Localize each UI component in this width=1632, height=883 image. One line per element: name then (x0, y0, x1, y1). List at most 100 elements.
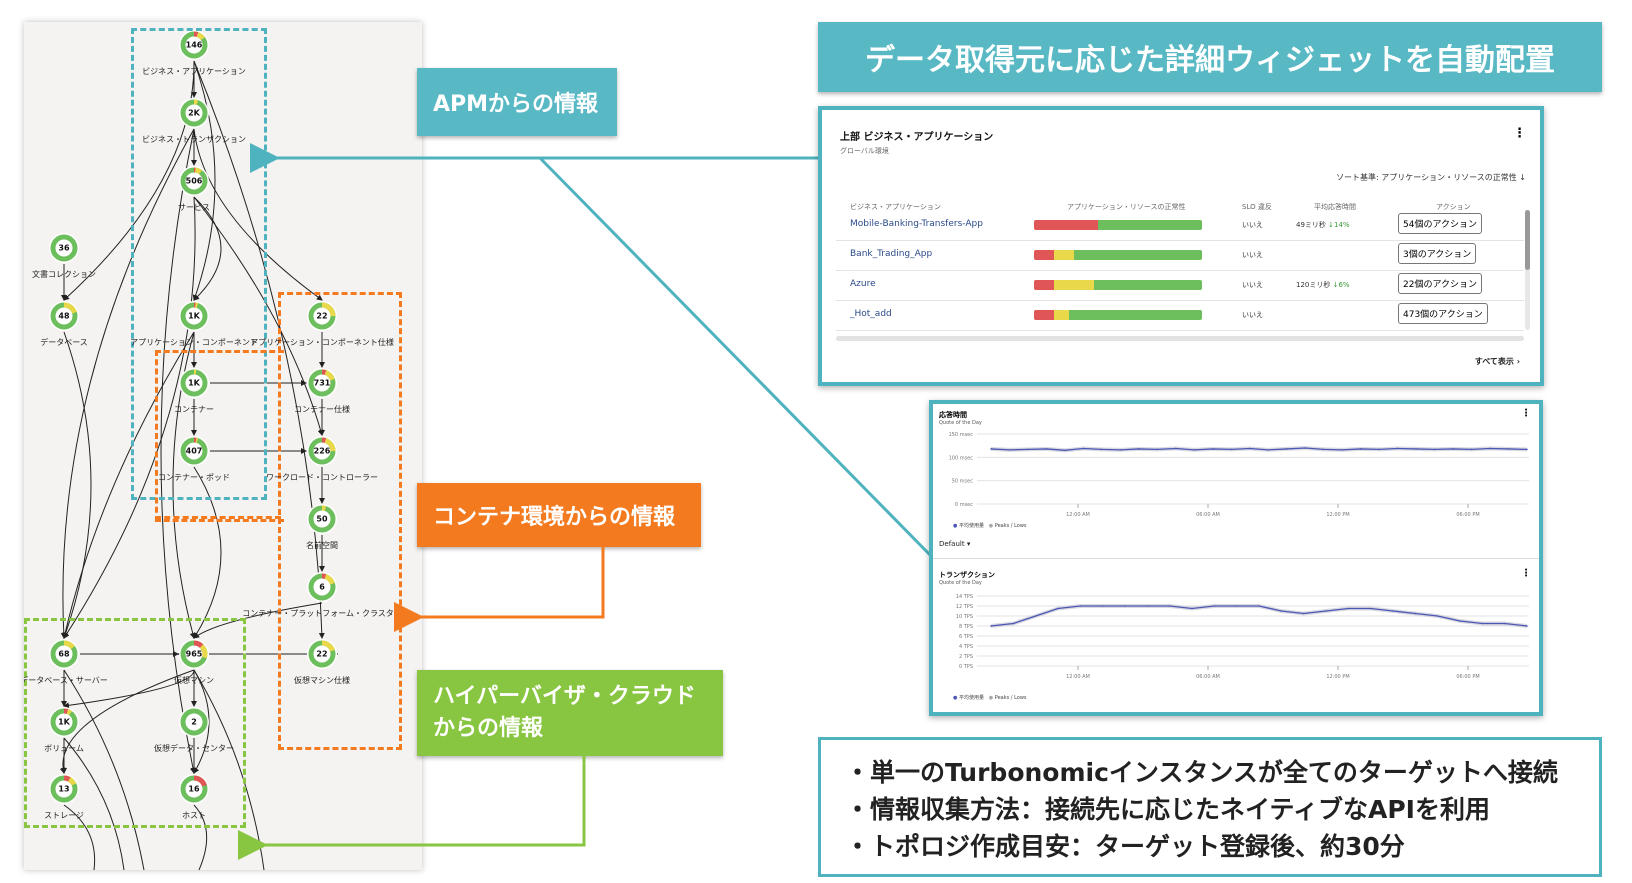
actions-button[interactable]: 3個のアクション (1398, 243, 1477, 264)
data-point (1119, 449, 1122, 451)
topology-node[interactable] (179, 30, 209, 60)
topology-node[interactable] (179, 368, 209, 398)
actions-button[interactable]: 54個のアクション (1398, 213, 1483, 234)
topology-node[interactable] (49, 639, 79, 669)
data-point (1489, 447, 1491, 450)
vertical-scrollbar[interactable] (1525, 210, 1530, 330)
node-count: 1K (188, 378, 200, 388)
col-header-action[interactable]: アクション (1436, 203, 1471, 211)
top-business-apps-widget: 上部 ビジネス・アプリケーション グローバル環境 ⋮ ソート基準: アプリケーシ… (818, 106, 1544, 386)
topology-node[interactable] (179, 436, 209, 466)
topology-node[interactable] (49, 233, 79, 263)
topology-node[interactable] (307, 368, 337, 398)
topology-node[interactable] (49, 301, 79, 331)
topology-node[interactable] (307, 504, 337, 534)
topology-node[interactable] (307, 572, 337, 602)
data-point (1034, 615, 1037, 617)
data-point (1415, 448, 1417, 450)
topology-node[interactable] (307, 436, 337, 466)
slo-value: いいえ (1242, 251, 1263, 259)
resp-more-menu-icon[interactable]: ⋮ (1521, 408, 1531, 419)
data-point (1168, 605, 1171, 607)
health-segment (1074, 250, 1202, 260)
hypervisor-region (24, 618, 246, 828)
topology-node[interactable] (307, 301, 337, 331)
data-point (1526, 448, 1528, 451)
more-menu-icon[interactable]: ⋮ (1513, 126, 1526, 141)
y-tick-label: 12 TPS (956, 604, 973, 610)
arrow-down-icon: ↓ (1328, 221, 1335, 229)
node-count: 731 (313, 378, 331, 388)
avg-response: 120ミリ秒 ↓6% (1296, 280, 1350, 290)
container-arrow (394, 547, 605, 632)
col-header-resp[interactable]: 平均応答時間 (1314, 203, 1356, 211)
topology-node[interactable] (179, 301, 209, 331)
resp-value: 49ミリ秒 (1296, 221, 1329, 229)
legend-peaks-dot: ● (988, 523, 994, 529)
horizontal-scrollbar[interactable] (836, 336, 1524, 341)
topology-edge (160, 128, 196, 774)
health-segment (1034, 220, 1098, 230)
data-point (1012, 622, 1015, 625)
col-header-slo[interactable]: SLO 違反 (1242, 203, 1272, 211)
node-label: アプリケーション・コンポーネント (130, 338, 258, 347)
topology-node[interactable] (49, 707, 79, 737)
app-name-link[interactable]: Mobile-Banking-Transfers-App (850, 219, 983, 229)
data-point (1302, 612, 1305, 615)
y-tick-label: 8 TPS (959, 624, 973, 630)
topology-node[interactable] (179, 166, 209, 196)
topology-edge (63, 669, 145, 870)
data-point (1248, 447, 1251, 450)
y-tick-label: 10 TPS (956, 614, 973, 620)
topology-node[interactable] (179, 98, 209, 128)
data-point (1285, 448, 1288, 450)
node-label: 仮想マシン仕様 (294, 676, 350, 685)
actions-button[interactable]: 473個のアクション (1398, 303, 1488, 324)
data-point (1526, 625, 1528, 627)
node-count: 48 (58, 311, 70, 321)
container-callout: コンテナ環境からの情報 (417, 483, 701, 547)
node-count: 407 (185, 446, 203, 456)
topology-node[interactable] (179, 639, 209, 669)
x-tick-label: 06:00 PM (1456, 674, 1479, 680)
data-point (1193, 449, 1196, 451)
col-header-app[interactable]: ビジネス・アプリケーション (850, 203, 941, 211)
y-tick-label: 50 msec (952, 479, 974, 485)
page-title: データ取得元に応じた詳細ウィジェットを自動配置 (818, 22, 1602, 92)
topology-edge (63, 196, 196, 639)
topology-edge (63, 804, 96, 870)
legend-avg-label: 平均使用量 (958, 523, 984, 529)
txn-legend-avg-dot: ● (953, 695, 958, 701)
show-all-link[interactable]: すべて表示 › (1475, 356, 1520, 367)
table-row[interactable]: Bank_Trading_App いいえ 3個のアクション (836, 240, 1524, 271)
node-label: アプリケーション・コンポーネント仕様 (250, 338, 394, 347)
app-name-link[interactable]: _Hot_add (850, 309, 892, 319)
col-header-health[interactable]: アプリケーション・リソースの正常性 (1067, 203, 1186, 211)
default-dropdown[interactable]: Default ▾ (939, 540, 970, 548)
app-name-link[interactable]: Azure (850, 279, 876, 289)
avg-response: 49ミリ秒 ↓14% (1296, 220, 1350, 230)
node-count: 22 (316, 311, 328, 321)
sort-selector[interactable]: ソート基準: アプリケーション・リソースの正常性 ↓ (1336, 172, 1526, 183)
txn-more-menu-icon[interactable]: ⋮ (1521, 568, 1531, 579)
app-name-link[interactable]: Bank_Trading_App (850, 249, 933, 259)
topology-node[interactable] (49, 774, 79, 804)
health-segment (1054, 310, 1070, 320)
topology-node[interactable] (179, 707, 209, 737)
apm-callout: APMからの情報 (417, 68, 617, 136)
topology-node[interactable] (179, 774, 209, 804)
health-segment (1054, 250, 1075, 260)
data-point (1414, 612, 1417, 615)
node-label: コンテナー仕様 (294, 405, 350, 414)
topology-node[interactable] (307, 639, 337, 669)
actions-button[interactable]: 22個のアクション (1398, 273, 1483, 294)
topology-edge (59, 669, 195, 774)
x-tick-label: 12:00 AM (1066, 512, 1090, 518)
topology-edge (193, 804, 208, 870)
data-point (1267, 449, 1270, 451)
